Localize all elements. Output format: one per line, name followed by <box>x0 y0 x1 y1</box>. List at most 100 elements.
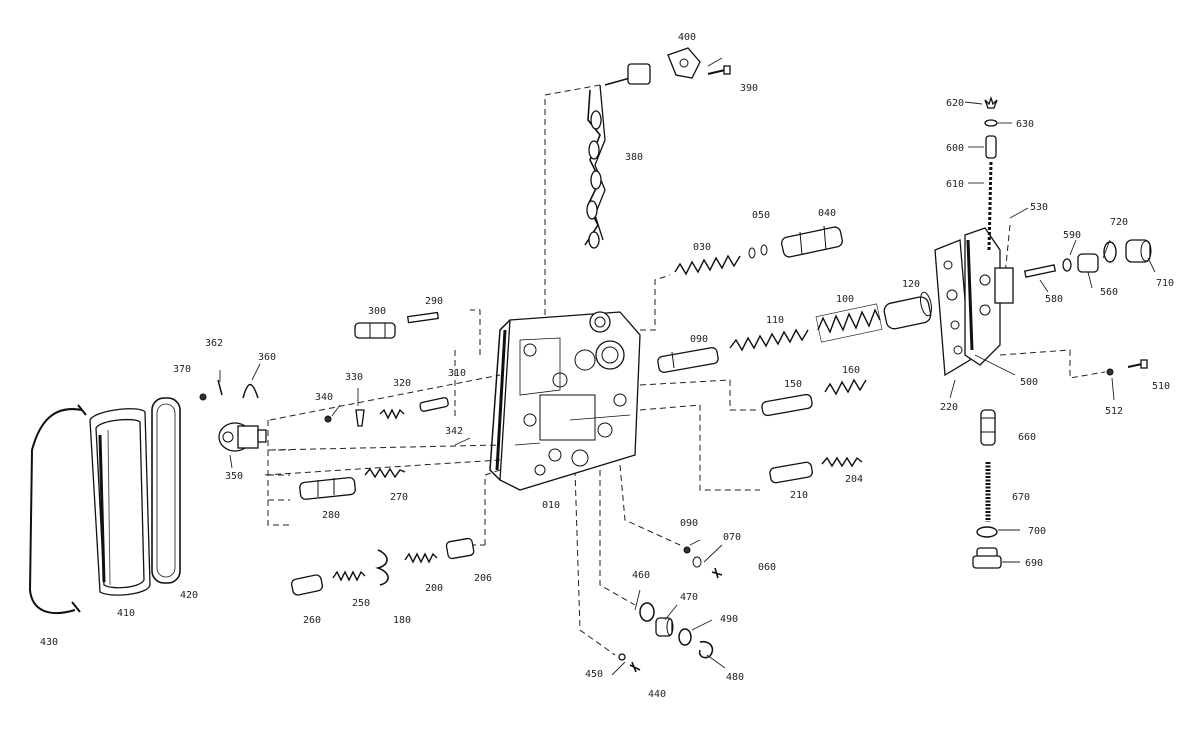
part-110-spring <box>729 328 809 352</box>
part-620-crown-clip <box>984 95 998 109</box>
part-120-sleeve <box>883 291 932 330</box>
part-490-oring <box>678 628 692 646</box>
part-250-spring <box>332 570 366 582</box>
label-310: 310 <box>448 368 466 379</box>
label-370: 370 <box>173 364 191 375</box>
part-590-ring <box>1062 258 1072 272</box>
label-040: 040 <box>818 208 836 219</box>
part-560-plug <box>1077 253 1099 273</box>
label-500: 500 <box>1020 377 1038 388</box>
part-090-valve <box>657 347 719 373</box>
label-342: 342 <box>445 426 463 437</box>
part-350-solenoid <box>218 422 267 452</box>
label-430: 430 <box>40 637 58 648</box>
label-250: 250 <box>352 598 370 609</box>
label-290: 290 <box>425 296 443 307</box>
part-720-oring <box>1103 241 1117 263</box>
label-100: 100 <box>836 294 854 305</box>
label-410: 410 <box>117 608 135 619</box>
label-204: 204 <box>845 474 863 485</box>
label-670: 670 <box>1012 492 1030 503</box>
part-510-bolt <box>1127 359 1148 369</box>
label-180: 180 <box>393 615 411 626</box>
label-360: 360 <box>258 352 276 363</box>
label-580: 580 <box>1045 294 1063 305</box>
part-420-gasket <box>151 397 181 584</box>
label-510: 510 <box>1152 381 1170 392</box>
label-380: 380 <box>625 152 643 163</box>
label-600: 600 <box>946 143 964 154</box>
label-362: 362 <box>205 338 223 349</box>
label-710: 710 <box>1156 278 1174 289</box>
label-590: 590 <box>1063 230 1081 241</box>
label-110: 110 <box>766 315 784 326</box>
part-200-spring <box>404 552 438 564</box>
label-480: 480 <box>726 672 744 683</box>
part-150-valve <box>761 393 813 417</box>
label-160: 160 <box>842 365 860 376</box>
part-100-spring <box>815 303 883 343</box>
part-630-washer <box>984 119 998 127</box>
label-610: 610 <box>946 179 964 190</box>
label-060: 060 <box>758 562 776 573</box>
part-480-clip <box>698 640 714 659</box>
assembly-guide-lines <box>264 84 1106 656</box>
part-580-pin <box>1023 264 1057 278</box>
part-340-ball <box>324 415 332 423</box>
label-560: 560 <box>1100 287 1118 298</box>
part-390-bolt <box>707 65 731 75</box>
part-290-pin <box>406 311 439 324</box>
part-220-separator-plate <box>934 239 971 377</box>
label-720: 720 <box>1110 217 1128 228</box>
part-460-ring <box>639 602 655 622</box>
part-160-spring <box>824 378 867 396</box>
label-630: 630 <box>1016 119 1034 130</box>
label-460: 460 <box>632 570 650 581</box>
part-660-valve <box>980 409 996 446</box>
label-210: 210 <box>790 490 808 501</box>
label-450: 450 <box>585 669 603 680</box>
part-410-oil-pan <box>89 408 151 596</box>
part-210-valve <box>769 461 813 484</box>
part-310-pin <box>419 397 449 412</box>
part-030-spring <box>674 254 741 276</box>
part-090-ball <box>683 546 691 554</box>
label-070: 070 <box>723 532 741 543</box>
part-430-cover-shell <box>28 404 87 615</box>
part-370-ball <box>199 393 207 401</box>
label-300: 300 <box>368 306 386 317</box>
part-330-plug <box>355 409 365 427</box>
label-512: 512 <box>1105 406 1123 417</box>
label-330: 330 <box>345 372 363 383</box>
part-320-spring <box>379 408 405 420</box>
part-362-pin <box>217 379 223 396</box>
part-260-valve <box>290 574 324 596</box>
part-512-ball <box>1106 368 1114 376</box>
label-490: 490 <box>720 614 738 625</box>
part-040-valve <box>781 225 843 258</box>
label-350: 350 <box>225 471 243 482</box>
part-450-ball <box>618 653 626 661</box>
label-340: 340 <box>315 392 333 403</box>
label-470: 470 <box>680 592 698 603</box>
part-600-pin <box>985 135 997 159</box>
label-220: 220 <box>940 402 958 413</box>
label-320: 320 <box>393 378 411 389</box>
label-030: 030 <box>693 242 711 253</box>
label-400: 400 <box>678 32 696 43</box>
part-440-pin <box>629 661 641 673</box>
part-360-clip <box>242 383 259 399</box>
part-270-spring <box>364 467 406 479</box>
label-200: 200 <box>425 583 443 594</box>
part-470-plug <box>655 617 674 637</box>
part-500-upper-valve-body <box>964 227 1014 366</box>
label-206: 206 <box>474 573 492 584</box>
part-300-valve <box>354 322 396 339</box>
leader-lines <box>219 57 1156 676</box>
part-060-pin <box>711 567 723 579</box>
label-280: 280 <box>322 510 340 521</box>
part-280-valve <box>299 476 356 500</box>
part-050-rings <box>748 244 768 259</box>
part-380-wire-harness <box>584 63 651 249</box>
label-090-upper: 090 <box>690 334 708 345</box>
